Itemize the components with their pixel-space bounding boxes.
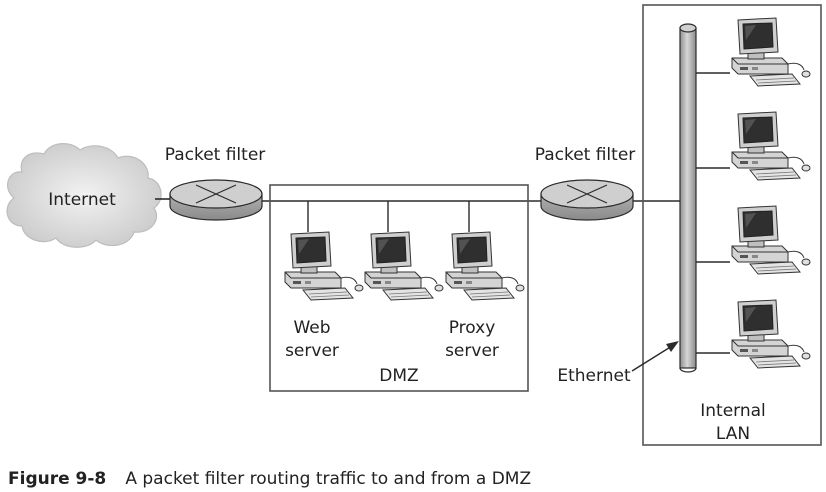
computer-icon	[731, 111, 811, 181]
packet-filter-left-label: Packet filter	[165, 145, 266, 165]
web-server-label-line1: Web	[293, 318, 330, 338]
ethernet-label: Ethernet	[557, 366, 631, 386]
internal-lan-label-line1: Internal	[700, 401, 766, 421]
internal-lan-label-line2: LAN	[716, 424, 750, 444]
web-server-label-line2: server	[285, 341, 339, 361]
computer-icon	[284, 231, 364, 301]
dmz-label: DMZ	[379, 366, 418, 386]
dmz-zone-box	[269, 184, 529, 392]
computer-icon	[731, 17, 811, 87]
computer-icon	[445, 231, 525, 301]
computer-icon	[731, 299, 811, 369]
computer-icon	[364, 231, 444, 301]
figure-caption-text: A packet filter routing traffic to and f…	[125, 469, 531, 489]
figure-caption: Figure 9-8 A packet filter routing traff…	[8, 469, 531, 489]
cloud-icon	[6, 143, 162, 248]
router-icon	[169, 179, 263, 221]
computer-icon	[731, 205, 811, 275]
internal-lan-box	[642, 4, 822, 446]
figure-number: Figure 9-8	[8, 469, 106, 489]
internet-label: Internet	[48, 190, 116, 210]
proxy-server-label-line2: server	[445, 341, 499, 361]
packet-filter-right-label: Packet filter	[535, 145, 636, 165]
proxy-server-label-line1: Proxy	[449, 318, 496, 338]
router-icon	[540, 179, 634, 221]
ethernet-pointer-arrow	[631, 341, 679, 372]
ethernet-bus	[679, 23, 697, 373]
